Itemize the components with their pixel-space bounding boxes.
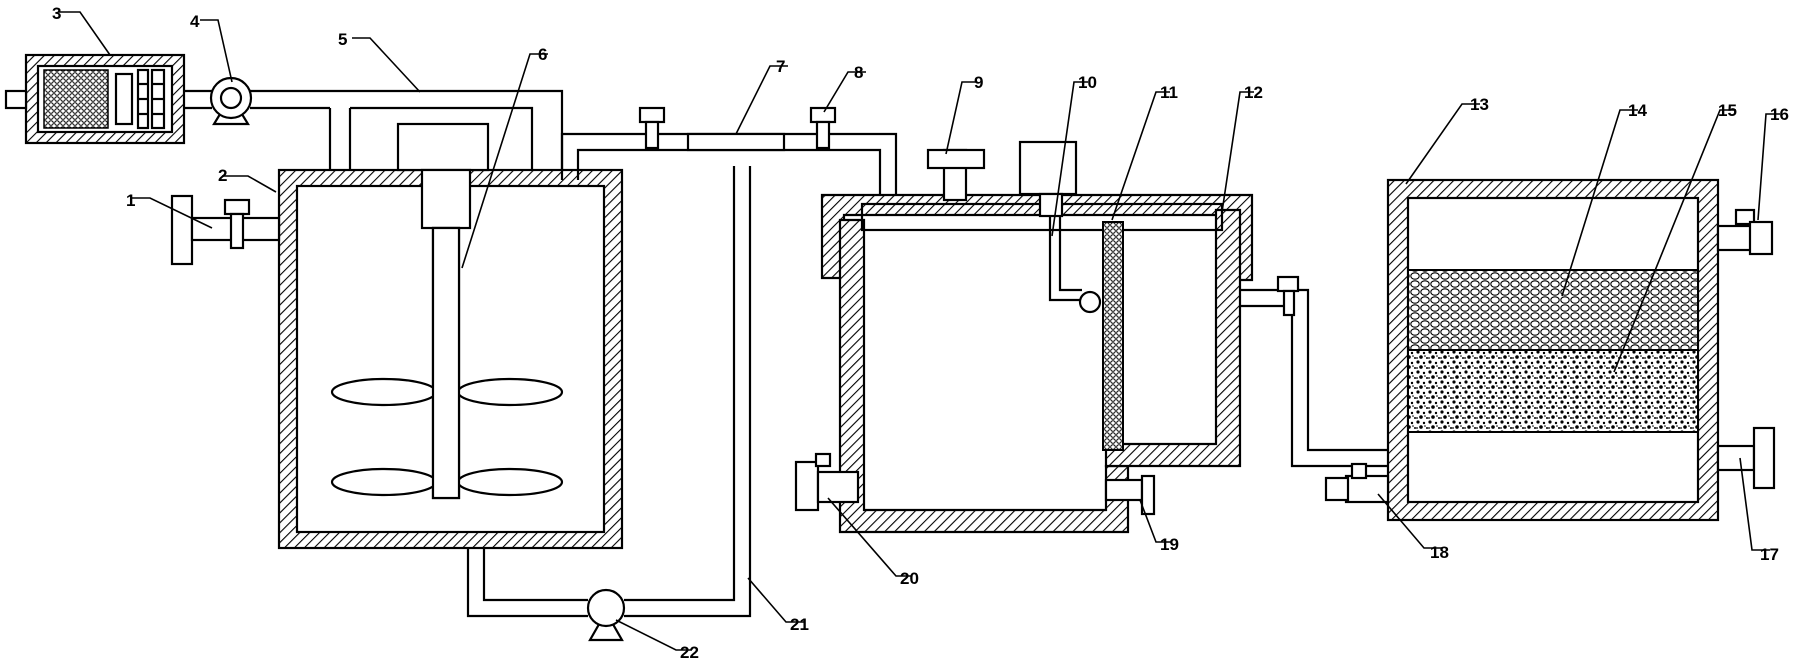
- label-16: 16: [1770, 105, 1789, 124]
- label-19: 19: [1160, 535, 1179, 554]
- label-4: 4: [190, 12, 200, 31]
- outlet-17: [1716, 426, 1776, 490]
- filter-tank-13: [1386, 178, 1720, 522]
- tank-12: [820, 140, 1254, 534]
- pipe-7: [560, 132, 898, 200]
- label-10: 10: [1078, 73, 1097, 92]
- labels: 1 2 3 4 5 6 7 8 9 10 11 12 13 14 15 16 1…: [52, 4, 1789, 662]
- drain-18: [1324, 462, 1390, 504]
- pump-4: [209, 76, 253, 126]
- valve-8b: [809, 106, 837, 150]
- label-6: 6: [538, 45, 547, 64]
- label-20: 20: [900, 569, 919, 588]
- label-15: 15: [1718, 101, 1737, 120]
- valve-8a: [638, 106, 666, 150]
- label-3: 3: [52, 4, 61, 23]
- outlet-valve-20: [794, 452, 860, 512]
- reaction-tank-2: [277, 122, 624, 550]
- label-17: 17: [1760, 545, 1779, 564]
- outlet-16: [1716, 208, 1774, 256]
- label-1: 1: [126, 191, 135, 210]
- label-7: 7: [776, 57, 785, 76]
- transfer-pipe: [1240, 275, 1390, 468]
- label-21: 21: [790, 615, 809, 634]
- label-12: 12: [1244, 83, 1263, 102]
- inlet-valve-1: [170, 194, 281, 266]
- filter-unit: [4, 53, 186, 145]
- pipe-5: [184, 89, 564, 180]
- label-11: 11: [1160, 83, 1178, 102]
- leader-lines: [58, 11, 1780, 651]
- outlet-valve-19: [1104, 474, 1156, 516]
- label-14: 14: [1628, 101, 1647, 120]
- label-5: 5: [338, 30, 347, 49]
- label-9: 9: [974, 73, 983, 92]
- circulation-pipe: [466, 166, 752, 618]
- label-18: 18: [1430, 543, 1449, 562]
- label-8: 8: [854, 63, 863, 82]
- label-13: 13: [1470, 95, 1489, 114]
- label-2: 2: [218, 166, 227, 185]
- label-22: 22: [680, 643, 699, 662]
- pump-22: [586, 588, 626, 642]
- electrode-11: [1102, 221, 1124, 451]
